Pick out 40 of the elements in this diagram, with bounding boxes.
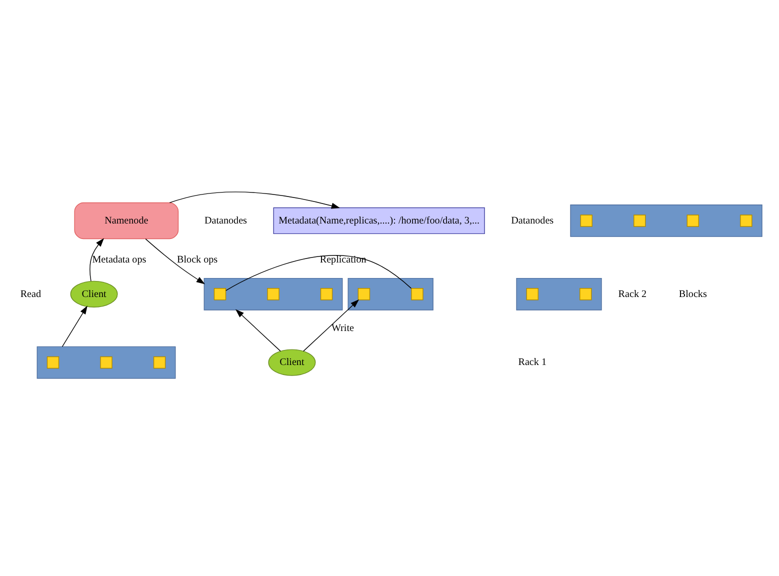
cluster bbox=[36, 346, 176, 379]
label: Blocks bbox=[678, 288, 707, 300]
label: Rack 1 bbox=[518, 357, 546, 368]
node-box: Metadata(Name,replicas,....): /home/foo/data, 3,... bbox=[273, 207, 485, 234]
label: Datanodes bbox=[511, 215, 554, 226]
arrow bbox=[62, 306, 88, 348]
node-box: Namenode bbox=[74, 202, 179, 240]
arrow bbox=[90, 238, 104, 282]
node-ellipse: Client bbox=[70, 280, 118, 308]
cluster bbox=[204, 278, 343, 310]
cluster bbox=[348, 278, 434, 310]
node-box bbox=[411, 288, 424, 300]
arrow bbox=[235, 309, 281, 352]
node-ellipse: Client bbox=[268, 349, 316, 376]
node-box bbox=[580, 214, 592, 227]
node-box bbox=[214, 288, 226, 300]
node-box bbox=[320, 288, 333, 300]
edge-label: Write bbox=[331, 323, 354, 334]
edge-label: Replication bbox=[320, 254, 366, 266]
node-box bbox=[153, 356, 166, 369]
label: Read bbox=[20, 288, 42, 300]
arrow bbox=[169, 192, 340, 209]
node-box bbox=[526, 288, 538, 300]
node-box bbox=[634, 214, 646, 227]
cluster bbox=[570, 204, 762, 237]
node-box bbox=[580, 288, 592, 300]
arrow bbox=[145, 238, 206, 284]
label: Datanodes bbox=[204, 215, 247, 226]
node-box bbox=[267, 288, 280, 300]
node-box bbox=[686, 214, 699, 227]
node-box bbox=[100, 356, 112, 369]
edge-label: Block ops bbox=[177, 254, 218, 266]
label: Rack 2 bbox=[618, 288, 647, 300]
edge-label: Metadata ops bbox=[92, 254, 146, 266]
arrow bbox=[303, 299, 360, 352]
node-box bbox=[358, 288, 370, 300]
connector bbox=[226, 255, 412, 291]
node-box bbox=[740, 214, 752, 227]
node-box bbox=[46, 356, 60, 369]
cluster bbox=[516, 278, 602, 310]
